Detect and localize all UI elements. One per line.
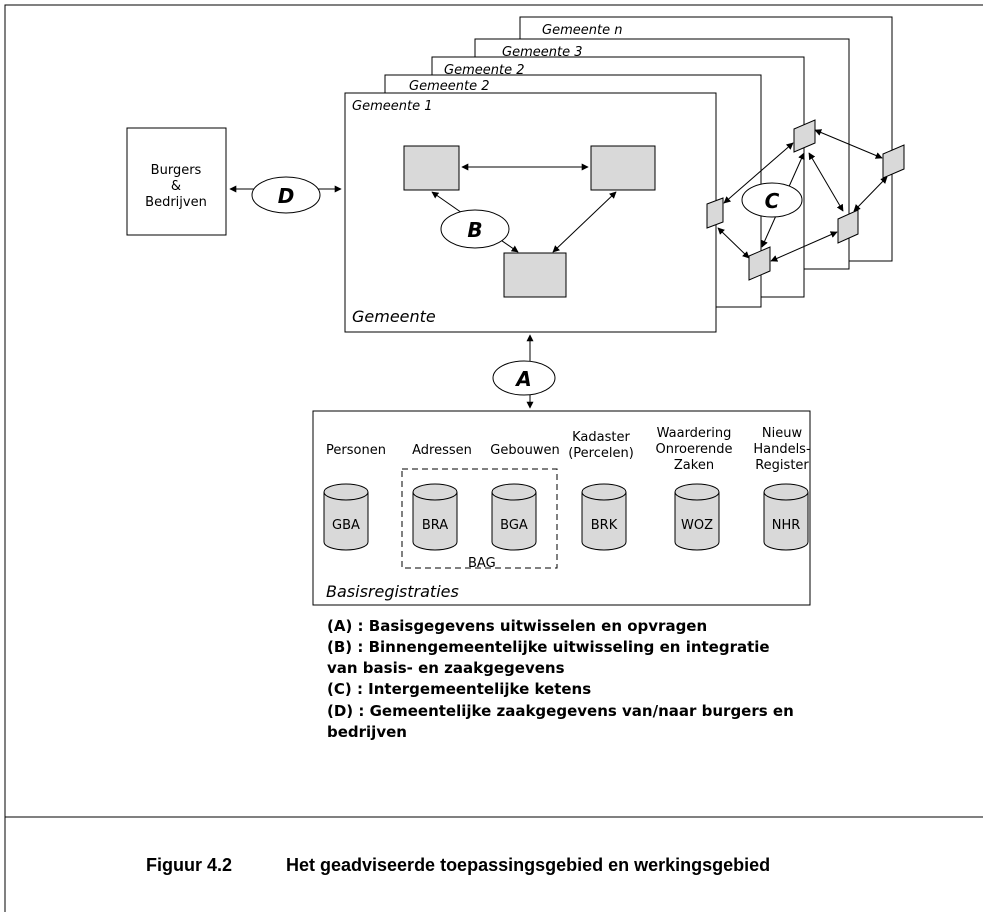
- legend-line: (A) : Basisgegevens uitwisselen en opvra…: [327, 617, 707, 635]
- database-cylinder: WOZ: [674, 483, 720, 551]
- register-code: GBA: [332, 518, 360, 533]
- caption-number: Figuur 4.2: [146, 855, 232, 875]
- keten-arrow: [717, 227, 750, 259]
- keten-arrow: [814, 129, 883, 159]
- register-title: Handels-: [753, 442, 811, 457]
- database-cylinder: BRK: [581, 483, 627, 551]
- outer-frame: [4, 4, 983, 912]
- keten-arrow: [808, 152, 844, 212]
- database-cylinder: GBA: [323, 483, 369, 551]
- oval-d-label: D: [278, 184, 295, 208]
- gemeente-footer-label: Gemeente: [352, 307, 436, 326]
- figure-caption: Figuur 4.2 Het geadviseerde toepassingsg…: [146, 855, 770, 875]
- burgers-label: Burgers: [151, 163, 202, 178]
- register-title: Kadaster: [572, 430, 630, 445]
- register-code: WOZ: [681, 518, 713, 533]
- gemeente-1-title: Gemeente 1: [352, 99, 432, 114]
- bedrijven-label: Bedrijven: [145, 195, 207, 210]
- register-title: Waardering: [657, 426, 732, 441]
- database-cylinder: BRA: [412, 483, 458, 551]
- oval-a-label: A: [514, 367, 531, 391]
- basisregistraties-label: Basisregistraties: [326, 582, 459, 601]
- register-title: Nieuw: [762, 426, 803, 441]
- register-code: BRA: [422, 518, 448, 533]
- keten-node: [748, 246, 771, 281]
- keten-node: [706, 197, 724, 229]
- legend-line: (B) : Binnengemeentelijke uitwisseling e…: [327, 638, 770, 656]
- connection-a: A: [492, 334, 556, 409]
- internal-system-box: [503, 252, 567, 298]
- keten-arrow: [853, 176, 888, 212]
- register-title: Gebouwen: [490, 443, 559, 458]
- basisregistraties: BAG Basisregistraties Personen Adressen …: [312, 410, 811, 606]
- register-title: (Percelen): [568, 446, 634, 461]
- internal-system-box: [403, 145, 460, 191]
- oval-d: [251, 176, 321, 214]
- bag-label: BAG: [468, 556, 496, 571]
- register-code: BGA: [500, 518, 528, 533]
- register-title: Register: [755, 458, 809, 473]
- burgers-box: [126, 127, 227, 236]
- burgers-bedrijven: Burgers & Bedrijven D: [126, 127, 342, 236]
- bag-group: [401, 468, 558, 569]
- gemeente-layer-label: Gemeente 3: [502, 45, 582, 60]
- internal-arrow: [552, 191, 617, 253]
- legend-line: (D) : Gemeentelijke zaakgegevens van/naa…: [327, 702, 794, 720]
- keten-arrow: [770, 231, 838, 262]
- legend: (A) : Basisgegevens uitwisselen en opvra…: [327, 617, 794, 741]
- legend-line: (C) : Intergemeentelijke ketens: [327, 680, 591, 698]
- oval-c: [741, 182, 803, 218]
- gemeente-internal: B: [403, 145, 656, 298]
- register-title: Zaken: [674, 458, 714, 473]
- keten-node: [882, 144, 905, 179]
- burgers-amp: &: [171, 179, 181, 194]
- intergemeentelijke-keten: C: [706, 119, 905, 281]
- legend-line: van basis- en zaakgegevens: [327, 659, 565, 677]
- internal-system-box: [590, 145, 656, 191]
- oval-a: [492, 360, 556, 396]
- register-code: BRK: [591, 518, 618, 533]
- gemeente-layer-label: Gemeente n: [542, 23, 622, 38]
- caption-text: Het geadviseerde toepassingsgebied en we…: [286, 855, 770, 875]
- oval-b-label: B: [467, 218, 482, 242]
- database-cylinder: BGA: [491, 483, 537, 551]
- register-title: Personen: [326, 443, 386, 458]
- oval-b: [440, 209, 510, 249]
- gemeente-layer-label: Gemeente 2: [409, 79, 489, 94]
- keten-node: [837, 209, 859, 244]
- register-title: Onroerende: [655, 442, 732, 457]
- oval-c-label: C: [765, 189, 780, 213]
- register-title: Adressen: [412, 443, 472, 458]
- basisregistraties-box: [312, 410, 811, 606]
- database-cylinder: NHR: [763, 483, 809, 551]
- gemeente-layer-label: Gemeente 2: [444, 63, 524, 78]
- legend-line: bedrijven: [327, 723, 407, 741]
- register-code: NHR: [772, 518, 801, 533]
